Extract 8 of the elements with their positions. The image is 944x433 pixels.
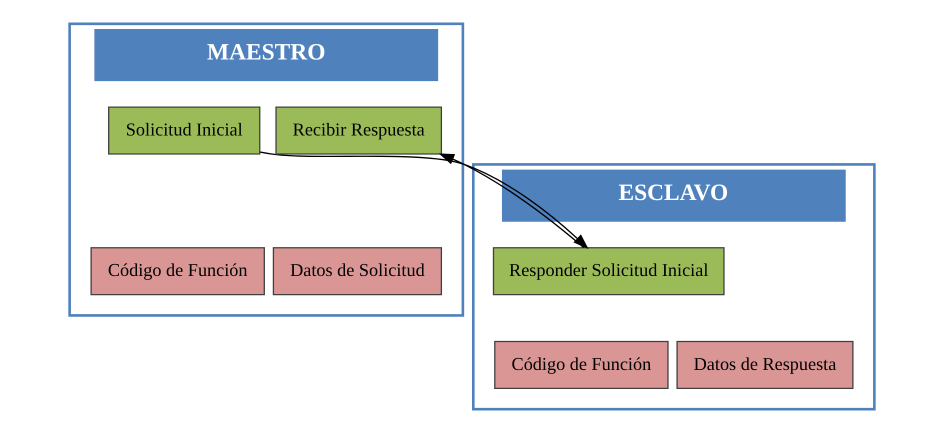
- node-box: Responder Solicitud Inicial: [492, 247, 725, 296]
- node-box: Datos de Respuesta: [676, 340, 854, 390]
- node-box: Datos de Solicitud: [272, 247, 442, 296]
- node-box: Código de Función: [90, 247, 265, 296]
- arrow: [438, 153, 584, 248]
- node-box: Recibir Respuesta: [275, 106, 442, 155]
- node-box: Solicitud Inicial: [108, 106, 260, 155]
- node-box: Código de Función: [494, 340, 669, 390]
